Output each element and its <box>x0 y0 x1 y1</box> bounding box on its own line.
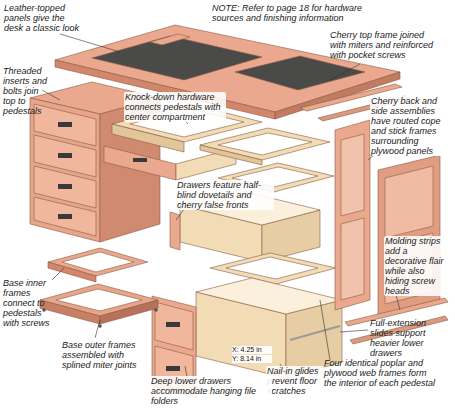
glides <box>42 308 158 328</box>
web-frame-opening <box>226 257 318 279</box>
coordinate-readout: X: 4.25 in <box>232 346 272 354</box>
drawer-pull <box>58 214 72 219</box>
center-drawer-front <box>104 146 176 180</box>
plywood-panel <box>385 166 433 238</box>
callout-label: Threaded inserts and bolts join top to p… <box>3 66 51 116</box>
leather-panel <box>92 36 262 80</box>
center-frame-edge <box>112 124 184 152</box>
callout-label: Leather-topped panels give the desk a cl… <box>4 3 84 33</box>
callout-label: Deep lower drawers accommodate hanging f… <box>150 376 272 406</box>
callout-label: Full-extension slides support heavier lo… <box>370 318 450 358</box>
drawer-pull <box>166 366 180 371</box>
callout-label: Nail-in glides prevent floor scratches <box>266 366 324 396</box>
plywood-panel <box>341 134 364 216</box>
coordinate-readout: Y: 8.14 in <box>232 355 272 363</box>
nail-in-glide <box>42 308 46 312</box>
leader-line <box>60 34 120 52</box>
callout-label: Drawers feature half-blind dovetails and… <box>176 180 274 210</box>
leader-line <box>340 330 368 332</box>
callout-label: Base inner frames connect to pedestals w… <box>3 278 59 328</box>
frame-edge <box>48 262 96 282</box>
frame-rail <box>150 34 190 45</box>
false-front-panel <box>155 302 193 350</box>
frame-edge <box>100 300 158 324</box>
drawer-front <box>34 197 96 236</box>
leader-lines <box>42 34 400 382</box>
leader-line <box>320 300 330 360</box>
callout-label: Four identical poplar and plywood web fr… <box>324 358 436 388</box>
leader-line <box>95 320 100 338</box>
note-text: NOTE: Refer to page 18 for hardware sour… <box>212 3 387 23</box>
pedestal-front <box>30 98 100 242</box>
web-frame-opening <box>218 133 312 155</box>
side-assembly <box>335 120 370 310</box>
callout-label: Cherry top frame joined with miters and … <box>330 30 442 60</box>
plywood-panel <box>341 218 364 300</box>
callout-label: Knock-down hardware connects pedestals w… <box>124 92 226 122</box>
leader-line <box>52 268 64 280</box>
web-frame <box>210 253 336 284</box>
drawer-pull <box>166 322 180 327</box>
callout-label: Base outer frames assembled with splined… <box>62 340 144 370</box>
leader-line <box>42 90 60 100</box>
web-frame <box>200 128 330 160</box>
callout-label: Cherry back and side assemblies have rou… <box>370 96 452 156</box>
file-drawer-inside <box>196 278 342 314</box>
nail-in-glide <box>154 308 158 312</box>
drawer-pull <box>58 184 72 189</box>
drawer-pull <box>133 158 147 162</box>
callout-label: Molding strips add a decorative flair wh… <box>384 236 452 296</box>
leather-panel <box>235 56 365 90</box>
web-frame-edge <box>200 145 262 165</box>
false-front <box>170 212 180 250</box>
drawer-slide <box>290 326 340 340</box>
drawer-pull <box>58 122 72 127</box>
leader-line <box>330 64 360 80</box>
drawer-pull <box>58 153 72 158</box>
